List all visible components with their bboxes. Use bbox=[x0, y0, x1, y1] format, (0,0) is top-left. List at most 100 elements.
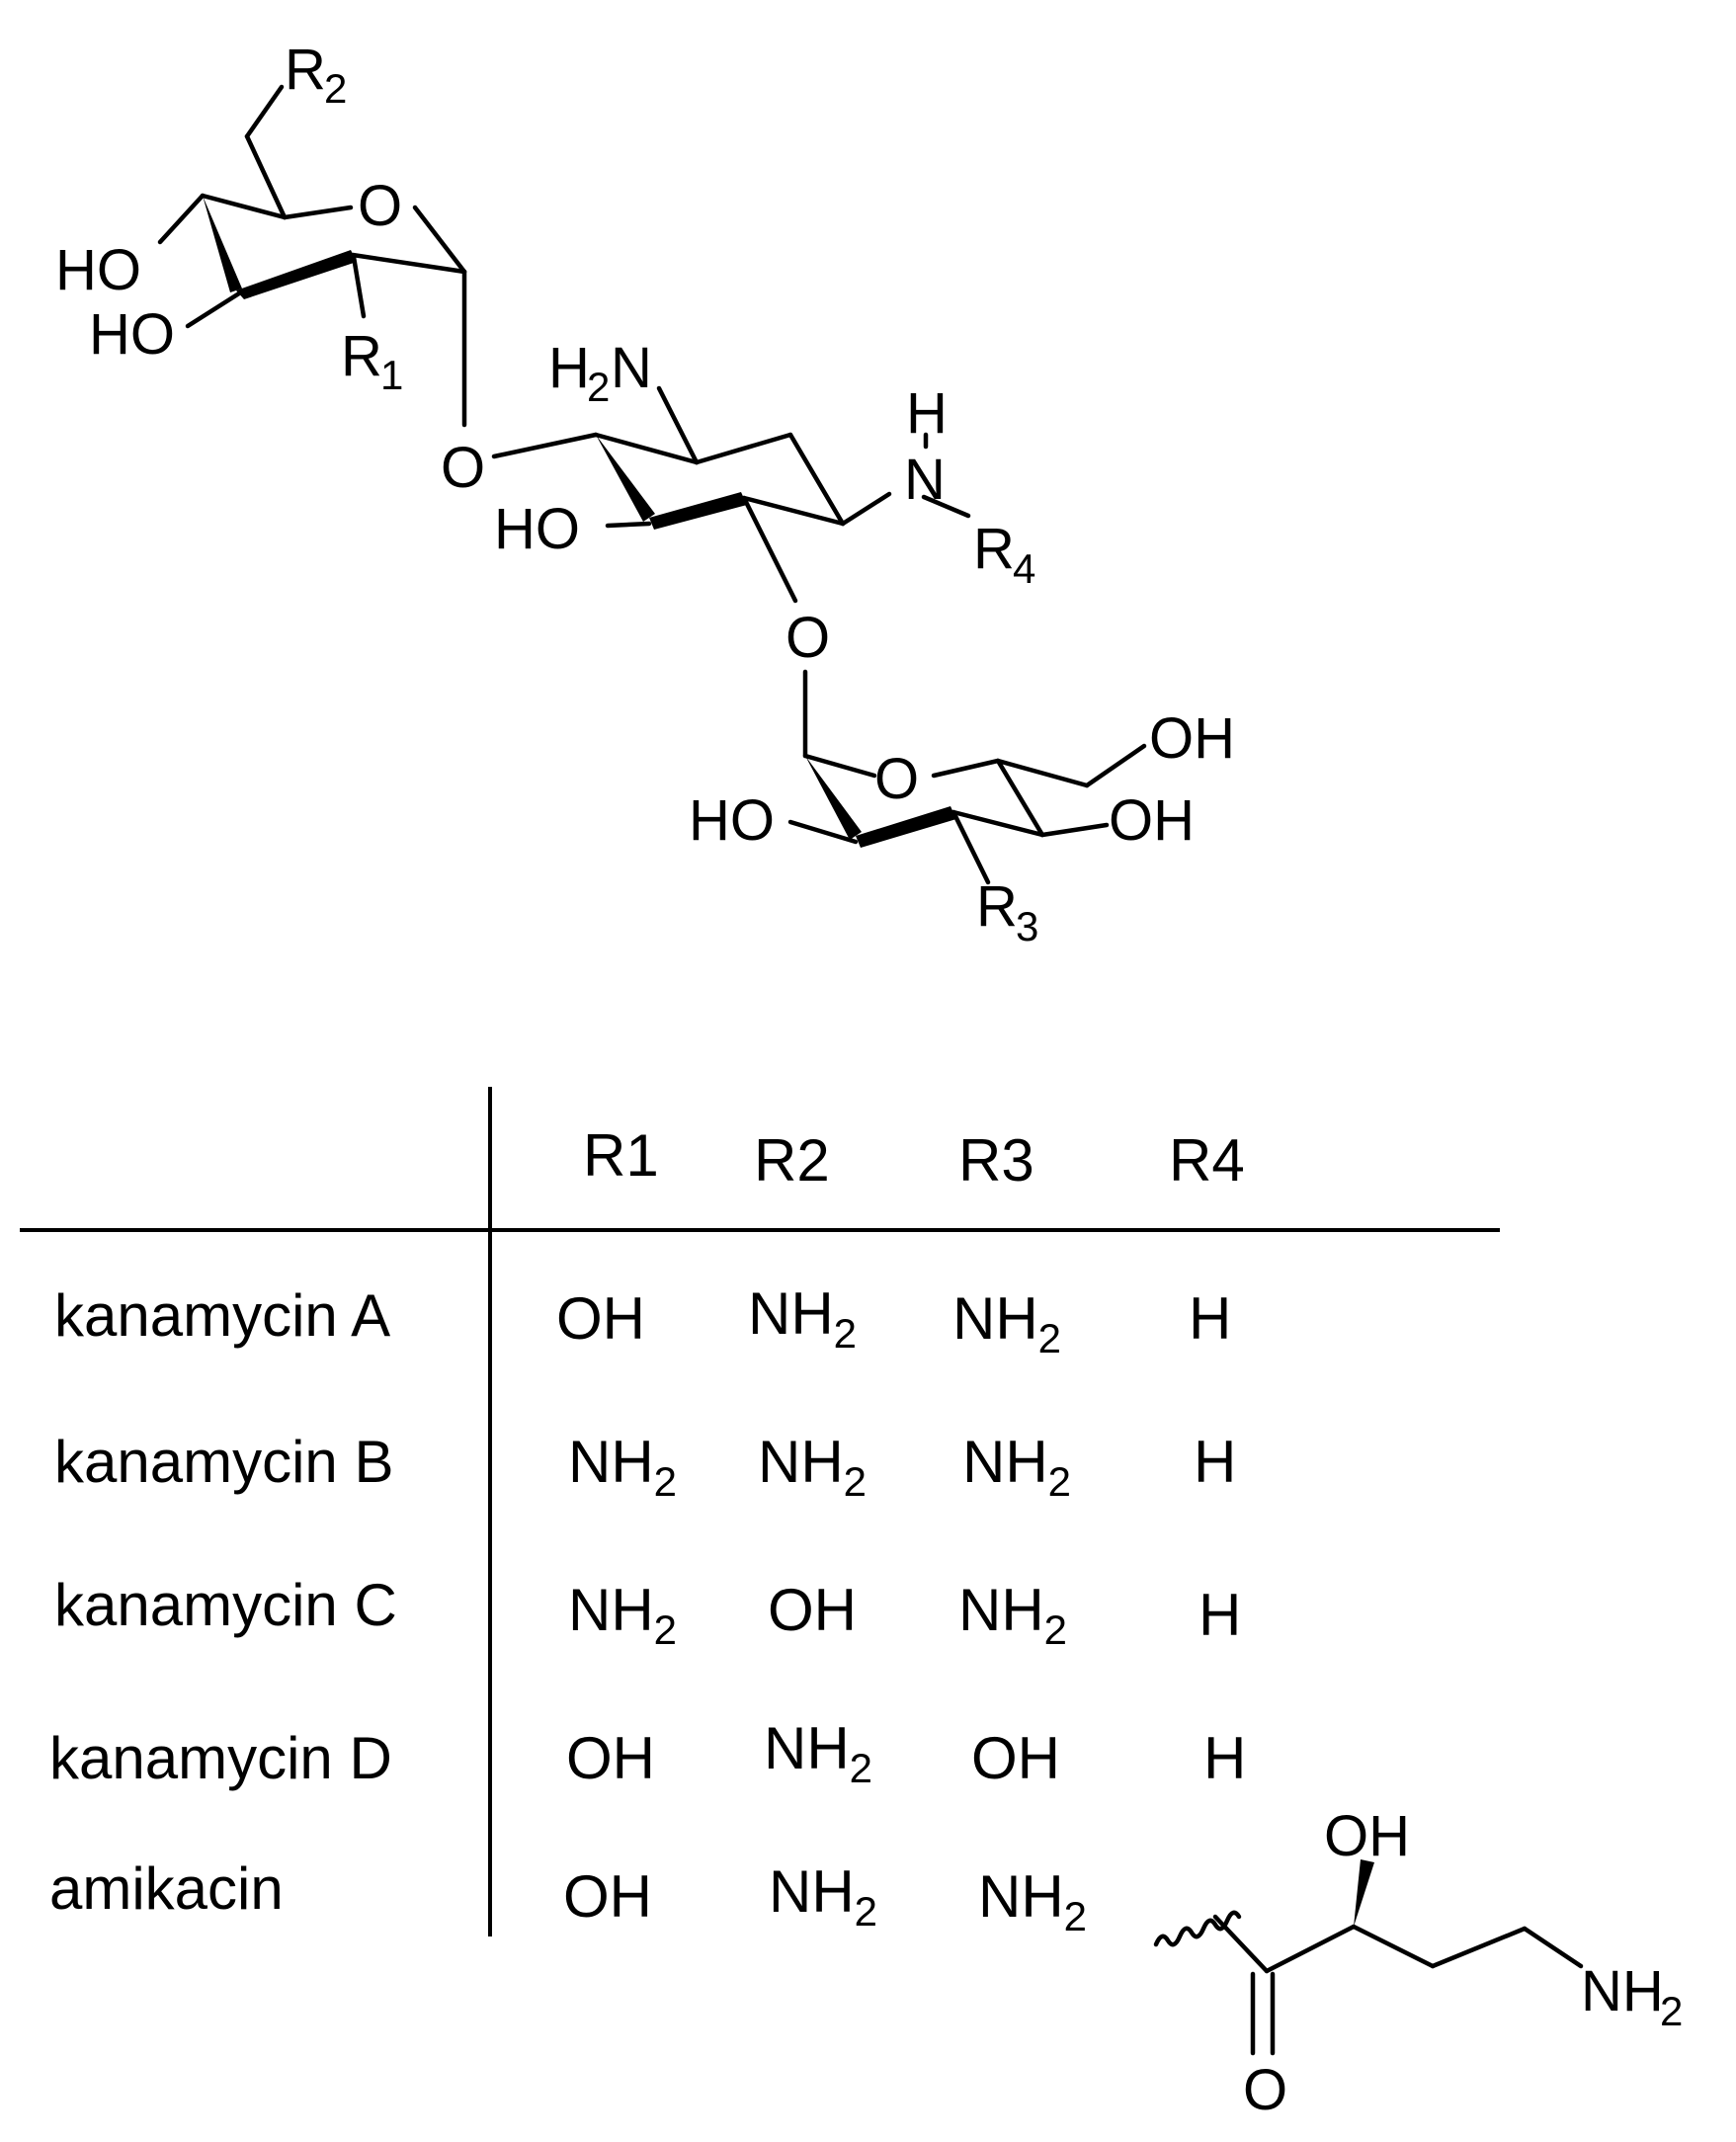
r4-label: R 4 bbox=[973, 517, 1035, 592]
bond bbox=[412, 205, 467, 275]
table-cell: OH bbox=[556, 1285, 645, 1352]
bond bbox=[951, 809, 1045, 838]
table-cell: NH2 bbox=[952, 1285, 1061, 1361]
svg-text:2: 2 bbox=[587, 364, 610, 410]
bond bbox=[200, 193, 288, 220]
r1-label: R 1 bbox=[341, 324, 403, 398]
svg-text:1: 1 bbox=[380, 352, 403, 398]
compound-name: kanamycin A bbox=[54, 1282, 390, 1349]
wedge-bond bbox=[649, 492, 747, 530]
top-sugar-ring bbox=[157, 84, 467, 428]
bond bbox=[1039, 822, 1110, 838]
svg-text:R: R bbox=[976, 874, 1018, 939]
bond bbox=[741, 495, 798, 604]
hydroxyl-label: OH bbox=[1324, 1804, 1410, 1868]
table-row: kanamycin C NH2 OH NH2 H bbox=[54, 1572, 1241, 1653]
bond bbox=[185, 290, 242, 329]
glycosidic-oxygen-label: O bbox=[785, 606, 830, 670]
table-cell: NH2 bbox=[764, 1715, 872, 1791]
hydroxyl-label: HO bbox=[55, 238, 141, 302]
table-cell: NH2 bbox=[758, 1429, 867, 1505]
hydroxyl-label: HO bbox=[494, 497, 580, 561]
table-row: kanamycin D OH NH2 OH H bbox=[49, 1715, 1246, 1791]
wedge-bond bbox=[805, 756, 862, 840]
compound-name: amikacin bbox=[49, 1855, 284, 1922]
column-header-r3: R3 bbox=[958, 1127, 1034, 1194]
compound-name: kanamycin B bbox=[54, 1429, 393, 1495]
amine-label: H 2 N bbox=[548, 336, 652, 410]
bond bbox=[244, 133, 288, 220]
svg-text:4: 4 bbox=[1013, 545, 1035, 592]
table-cell: NH2 bbox=[568, 1577, 677, 1653]
table-cell: NH2 bbox=[958, 1577, 1067, 1653]
table-cell: NH2 bbox=[748, 1280, 857, 1357]
bond bbox=[350, 252, 467, 275]
hydroxyl-label: HO bbox=[689, 788, 775, 853]
bond bbox=[1212, 1914, 1270, 1974]
bond bbox=[605, 521, 652, 529]
bond bbox=[656, 385, 700, 465]
compound-name: kanamycin C bbox=[54, 1572, 397, 1638]
bond bbox=[840, 491, 892, 527]
bond bbox=[694, 432, 793, 465]
table-cell: H bbox=[1194, 1429, 1236, 1495]
svg-text:R: R bbox=[341, 324, 382, 388]
bond bbox=[995, 758, 1045, 838]
bond bbox=[1084, 743, 1147, 788]
central-ring bbox=[593, 385, 971, 604]
bond bbox=[995, 758, 1090, 788]
column-header-r4: R4 bbox=[1169, 1127, 1245, 1194]
svg-text:R: R bbox=[973, 517, 1015, 581]
bond bbox=[1264, 1924, 1357, 1974]
r2-label: R 2 bbox=[285, 38, 347, 112]
svg-text:3: 3 bbox=[1016, 903, 1038, 949]
hydroxyl-label: HO bbox=[89, 302, 175, 367]
svg-text:H: H bbox=[548, 336, 590, 400]
bond bbox=[802, 753, 877, 779]
table-cell: OH bbox=[768, 1577, 857, 1643]
wedge-bond bbox=[236, 250, 357, 299]
bond bbox=[921, 494, 971, 519]
ring-oxygen-label: O bbox=[358, 174, 402, 238]
table-cell: OH bbox=[563, 1863, 652, 1930]
table-row: amikacin OH NH2 NH2 bbox=[49, 1855, 1087, 1939]
svg-text:2: 2 bbox=[1660, 1988, 1683, 2034]
bond bbox=[593, 432, 700, 465]
table-cell: H bbox=[1203, 1725, 1246, 1791]
bottom-sugar-ring bbox=[787, 743, 1147, 885]
column-header-r1: R1 bbox=[583, 1122, 659, 1189]
nh-nitrogen-label: N bbox=[904, 448, 946, 512]
bond bbox=[741, 495, 846, 527]
svg-text:N: N bbox=[611, 336, 652, 400]
table-cell: NH2 bbox=[568, 1429, 677, 1505]
wedge-bond bbox=[1354, 1859, 1374, 1927]
bond bbox=[1351, 1924, 1436, 1969]
wedge-bond bbox=[856, 806, 956, 848]
wavy-attachment-bond bbox=[1153, 1910, 1242, 1947]
bond bbox=[1522, 1926, 1584, 1969]
bond bbox=[157, 193, 206, 245]
bond bbox=[282, 205, 354, 220]
table-row: kanamycin B NH2 NH2 NH2 H bbox=[54, 1429, 1236, 1505]
bond bbox=[244, 84, 285, 139]
bond bbox=[1430, 1926, 1528, 1969]
bond bbox=[351, 254, 367, 319]
compound-name: kanamycin D bbox=[49, 1725, 392, 1791]
table-cell: H bbox=[1199, 1582, 1241, 1648]
table-cell: NH2 bbox=[769, 1858, 877, 1935]
table-header: R1 R2 R3 R4 bbox=[583, 1122, 1245, 1194]
table-row: kanamycin A OH NH2 NH2 H bbox=[54, 1280, 1231, 1361]
bond bbox=[491, 432, 599, 459]
column-header-r2: R2 bbox=[754, 1127, 830, 1194]
ring-oxygen-label: O bbox=[874, 747, 919, 811]
bond bbox=[951, 809, 991, 885]
hydroxyl-label: OH bbox=[1149, 706, 1235, 771]
svg-text:R: R bbox=[285, 38, 326, 102]
glycosidic-oxygen-label: O bbox=[441, 436, 485, 500]
wedge-bond bbox=[596, 435, 655, 522]
svg-text:2: 2 bbox=[324, 65, 347, 112]
svg-text:NH: NH bbox=[1581, 1959, 1664, 2023]
hydroxyl-label: OH bbox=[1109, 788, 1195, 853]
r3-label: R 3 bbox=[976, 874, 1038, 949]
